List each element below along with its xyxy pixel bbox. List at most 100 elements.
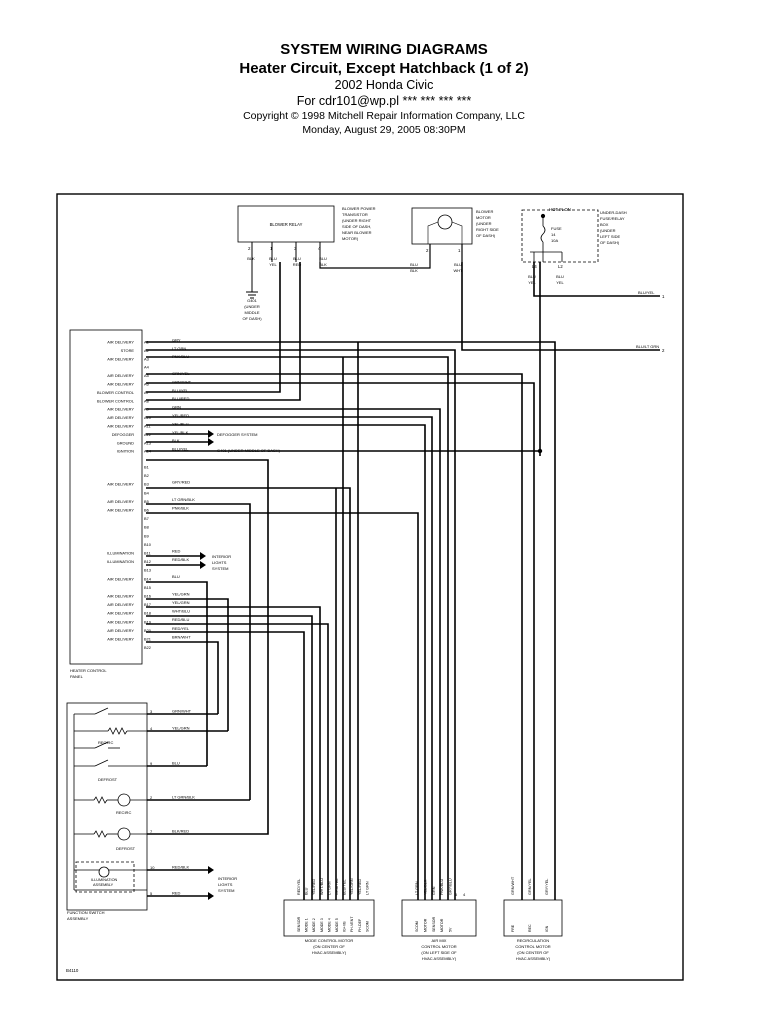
panel-row-function: ILLUMINATION [107,551,134,556]
panel-row-pin: A2 [144,348,149,353]
blower-relay-name: BLOWER RELAY [270,222,303,227]
figure-number: B4110 [66,968,79,973]
switch-pin: 5 [150,891,153,896]
switch-label-defrost-2: DEFROST [116,846,136,851]
switch-interior-note-line-2: SYSTEM [218,888,234,893]
panel-row-wire: WHT/BLU [172,609,190,614]
airmix-motor-label-line-0: AIR MIX [432,938,447,943]
panel-row-function: AIR DELIVERY [107,594,134,599]
blower-motor-wire-label: BLK [410,268,418,273]
panel-row-pin: A8 [144,398,149,403]
panel-row-pin: A14 [144,449,152,454]
panel-row-pin: A10 [144,415,152,420]
fuse-box-pin: L4 [532,264,537,269]
blower-relay-wire-label: BLU [269,256,277,261]
offpage-1-wire: BLU/YEL [638,290,655,295]
fuse-box-label-line-2: BOX [600,222,609,227]
panel-row-pin: B10 [144,542,152,547]
panel-row-pin: B7 [144,516,149,521]
panel-row-wire: GRY [172,337,181,342]
panel-row-wire: RED/BLK [172,557,189,562]
airmix-extra-pin: 4 [463,892,466,897]
blower-motor-wire-label: WHT [453,268,463,273]
blower-relay-pin: 4 [318,246,321,251]
fuse-label-line-2: 10A [551,238,558,243]
blower-relay-note-line-0: BLOWER POWER [342,206,376,211]
mode-motor-pin: MODE 5 [335,918,339,932]
mode-motor-wire: YEL/GRN [350,878,354,895]
panel-row-pin: B1 [144,465,149,470]
fuse-label-line-0: FUSE [551,226,562,231]
panel-row-function: AIR DELIVERY [107,576,134,581]
panel-row-pin: B8 [144,525,149,530]
recirc-motor-label-line-0: RECIRCULATION [517,938,549,943]
panel-row-wire: YEL/GRN [172,600,190,605]
fuse-box-label-line-5: OF DASH) [600,240,620,245]
panel-row-function: AIR DELIVERY [107,611,134,616]
panel-row-pin: B6 [144,508,149,513]
switch-pin: 7 [150,829,153,834]
panel-row-pin: A13 [144,440,151,445]
mode-motor-pin: MODE 1 [305,918,309,932]
interior-note-line-0: INTERIOR [212,554,231,559]
ground-label-line-2: MIDDLE [244,310,259,315]
blower-relay-note-line-4: NEAR BLOWER [342,230,372,235]
panel-row-pin: B15 [144,585,151,590]
recirc-motor-pin: IGN [545,925,549,932]
recirc-motor-label-line-3: HVAC ASSEMBLY) [516,956,551,961]
panel-row-pin: A1 [144,340,149,345]
mode-motor-label-line-1: (ON CENTER OF [313,944,345,949]
mode-motor-pin: MODE 4 [327,918,331,932]
panel-row-wire: LT GRN [172,346,186,351]
document-header: SYSTEM WIRING DIAGRAMS Heater Circuit, E… [0,40,768,137]
panel-row-function: AIR DELIVERY [107,482,134,487]
fuse-box-wire-label: YEL [528,280,536,285]
switch-assembly-label-line-0: FUNCTION SWITCH [67,910,105,915]
recirc-motor-label-line-2: (ON CENTER OF [517,950,549,955]
switch-label-recirc-1: RECIRC [98,740,113,745]
ground-symbol [246,268,258,299]
panel-row-pin: B20 [144,628,152,633]
panel-row-pin: B2 [144,473,149,478]
blower-relay-wire-label: BLU [293,256,301,261]
defogger-note-line-0: DEFOGGER SYSTEM [217,432,257,437]
panel-row-function: AIR DELIVERY [107,499,134,504]
airmix-motor-pin: MOTOR [440,918,444,932]
copyright-line: Copyright © 1998 Mitchell Repair Informa… [243,110,525,122]
panel-row-wire: BLU/YEL [172,447,189,452]
heater-control-panel-box [69,329,143,665]
switch-interior-note-line-0: INTERIOR [218,876,237,881]
fuse-box-label-line-3: (UNDER [600,228,616,233]
function-switch-box [66,702,148,911]
document-subtitle: Heater Circuit, Except Hatchback (1 of 2… [239,60,529,77]
switch-pin: 9 [150,761,153,766]
airmix-motor-label-line-2: (ON LEFT SIDE OF [421,950,457,955]
interior-note-line-2: SYSTEM [212,566,228,571]
panel-label-line-1: PANEL [70,674,84,679]
airmix-motor-pin: SENSOR [432,916,436,932]
airmix-motor-label-line-1: CONTROL MOTOR [421,944,456,949]
switch-pin: 3 [150,709,153,714]
panel-row-pin: B3 [144,482,149,487]
panel-row-function: STORE [121,348,135,353]
airmix-motor-pin: 5V [449,927,453,932]
interior-note-line-1: LIGHTS [212,560,227,565]
mode-motor-wire: BLU [305,887,309,895]
panel-row-wire: PNK/BLU [172,354,189,359]
panel-row-wire: GRY/RED [172,480,190,485]
panel-row-pin: B19 [144,619,151,624]
blower-relay-box [237,205,335,243]
panel-row-pin: A4 [144,365,150,370]
mode-motor-pin: MODE 3 [320,918,324,932]
blower-motor-label-line-3: RIGHT SIDE [476,227,499,232]
recirc-motor-pin: REC [528,924,532,932]
panel-row-function: AIR DELIVERY [107,373,134,378]
airmix-motor-wire: GRN [432,886,436,895]
switch-assembly-label-line-1: ASSEMBLY [67,916,89,921]
panel-row-pin: B13 [144,568,151,573]
mode-motor-wire: WHT/BLU [320,878,324,895]
panel-row-function: AIR DELIVERY [107,356,134,361]
airmix-motor-wire: PNK/BLU [440,878,444,895]
panel-row-wire: YEL/RED [172,413,189,418]
fuse-box [521,209,599,263]
